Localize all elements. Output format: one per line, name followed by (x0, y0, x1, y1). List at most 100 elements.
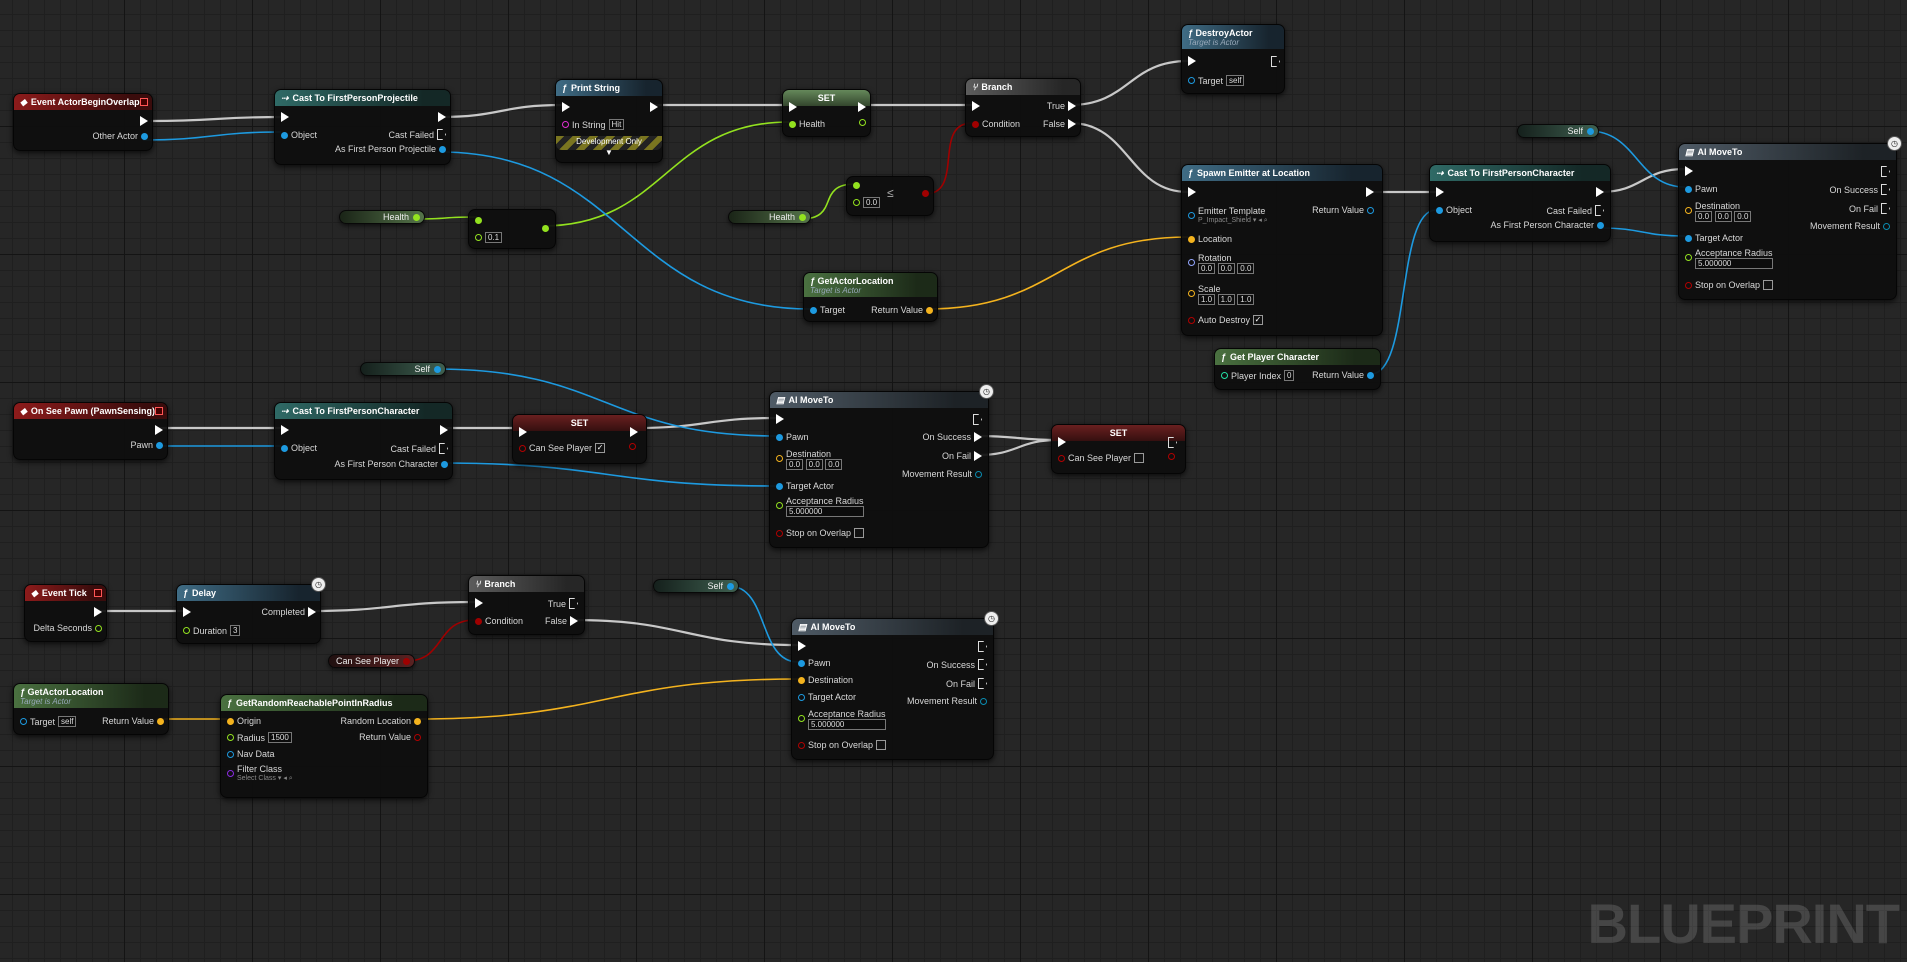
acceptance-radius-field[interactable]: 5.000000 (786, 506, 864, 517)
exec-in-pin[interactable] (972, 101, 980, 111)
exec-out-pin[interactable] (440, 425, 448, 435)
exec-out-pin[interactable] (155, 425, 163, 435)
destination-x-field[interactable]: 0.0 (1695, 211, 1713, 222)
health-out-pin[interactable] (859, 119, 866, 126)
cast-failed-pin[interactable] (437, 129, 446, 140)
acceptance-radius-field[interactable]: 5.000000 (1695, 258, 1773, 269)
cast-failed-pin[interactable] (1595, 205, 1604, 216)
stop-on-overlap-checkbox[interactable] (1763, 280, 1774, 290)
condition-pin[interactable] (475, 617, 482, 625)
exec-in-pin[interactable] (183, 607, 191, 617)
duration-field[interactable]: 3 (230, 625, 241, 636)
can-see-player-out-pin[interactable] (1168, 453, 1175, 460)
cast-failed-pin[interactable] (439, 443, 448, 454)
return-value-pin[interactable] (157, 717, 164, 725)
exec-out-pin[interactable] (1168, 437, 1177, 448)
can-see-player-variable-getter[interactable]: Can See Player (328, 654, 415, 668)
exec-in-pin[interactable] (798, 641, 806, 651)
cast-to-first-person-character-node[interactable]: ⇢Cast To FirstPersonCharacter Object Cas… (274, 402, 453, 480)
health-variable-getter[interactable]: Health (339, 210, 425, 224)
health-out-pin[interactable] (799, 213, 806, 221)
ai-move-to-node[interactable]: ▤AI MoveTo ◷ Pawn On Success Destination… (791, 611, 999, 760)
player-index-pin[interactable] (1221, 372, 1228, 379)
exec-in-pin[interactable] (281, 112, 289, 122)
movement-result-pin[interactable] (975, 470, 982, 478)
ai-move-to-node[interactable]: ▤AI MoveTo ◷ Pawn On Success Destination… (769, 384, 994, 548)
on-see-pawn-event-node[interactable]: ◆On See Pawn (PawnSensing) Pawn (13, 402, 168, 460)
scale-y-field[interactable]: 1.0 (1217, 294, 1235, 305)
event-actor-begin-overlap-node[interactable]: ◆Event ActorBeginOverlap Other Actor (13, 93, 153, 151)
true-pin[interactable] (569, 598, 578, 609)
on-success-pin[interactable] (974, 432, 982, 442)
exec-in-pin[interactable] (562, 102, 570, 112)
self-reference-node[interactable]: Self (360, 362, 446, 376)
dropdown-arrow-icon[interactable]: ▾ ◂ ⌕ (1252, 217, 1268, 224)
exec-out-pin[interactable] (1596, 187, 1604, 197)
exec-in-pin[interactable] (1058, 437, 1066, 447)
target-pin[interactable] (810, 306, 817, 314)
random-location-pin[interactable] (414, 717, 421, 725)
destination-x-field[interactable]: 0.0 (786, 459, 804, 470)
on-fail-pin[interactable] (1881, 203, 1890, 214)
object-pin[interactable] (281, 131, 288, 139)
self-out-pin[interactable] (434, 365, 441, 373)
destination-z-field[interactable]: 0.0 (1734, 211, 1752, 222)
exec-wire[interactable] (1069, 59, 1189, 107)
movement-result-pin[interactable] (1883, 222, 1890, 230)
as-projectile-pin[interactable] (439, 145, 446, 153)
false-pin[interactable] (1068, 119, 1076, 129)
cast-to-first-person-character-node[interactable]: ⇢Cast To FirstPersonCharacter Object Cas… (1429, 164, 1611, 242)
target-field[interactable]: self (58, 716, 77, 727)
exec-wire[interactable] (1599, 167, 1686, 194)
can-see-player-checkbox[interactable]: ✓ (595, 443, 606, 453)
delta-seconds-pin[interactable] (95, 624, 102, 632)
destination-pin[interactable] (1685, 207, 1692, 214)
on-success-pin[interactable] (978, 659, 987, 670)
other-actor-pin[interactable] (141, 132, 148, 140)
exec-out-pin[interactable] (973, 414, 982, 425)
destination-pin[interactable] (798, 676, 805, 684)
exec-wire[interactable] (977, 438, 1059, 457)
acceptance-radius-pin[interactable] (798, 715, 805, 722)
completed-pin[interactable] (308, 607, 316, 617)
object-wire[interactable] (439, 462, 777, 487)
auto-destroy-checkbox[interactable]: ✓ (1253, 315, 1264, 325)
radius-field[interactable]: 1500 (268, 732, 292, 743)
self-out-pin[interactable] (1587, 127, 1594, 135)
filter-class-select[interactable]: Select Class (237, 775, 276, 782)
filter-class-pin[interactable] (227, 770, 234, 777)
radius-pin[interactable] (227, 734, 234, 741)
vector-wire[interactable] (926, 236, 1189, 310)
exec-wire[interactable] (635, 416, 777, 430)
health-variable-getter[interactable]: Health (728, 210, 811, 224)
target-actor-pin[interactable] (776, 482, 783, 490)
object-wire[interactable] (142, 131, 282, 141)
self-out-pin[interactable] (727, 582, 734, 590)
can-see-player-pin[interactable] (1058, 454, 1065, 462)
can-see-player-out-pin[interactable] (403, 657, 410, 665)
exec-wire[interactable] (150, 115, 282, 123)
exec-wire[interactable] (977, 434, 1059, 442)
exec-in-pin[interactable] (776, 414, 784, 424)
pawn-pin[interactable] (776, 433, 783, 441)
exec-out-pin[interactable] (858, 102, 866, 112)
return-value-pin[interactable] (926, 306, 933, 314)
destination-y-field[interactable]: 0.0 (805, 459, 823, 470)
exec-in-pin[interactable] (281, 425, 289, 435)
b-pin[interactable] (475, 234, 482, 241)
stop-on-overlap-checkbox[interactable] (854, 528, 865, 538)
pawn-pin[interactable] (1685, 185, 1692, 193)
return-value-pin[interactable] (1367, 371, 1374, 379)
bool-wire[interactable] (405, 619, 476, 662)
target-pin[interactable] (1188, 77, 1195, 84)
as-character-pin[interactable] (441, 460, 448, 468)
exec-in-pin[interactable] (1188, 56, 1196, 66)
player-index-field[interactable]: 0 (1284, 370, 1295, 381)
acceptance-radius-pin[interactable] (1685, 254, 1692, 261)
b-pin[interactable] (853, 199, 860, 206)
can-see-player-pin[interactable] (519, 444, 526, 452)
destination-pin[interactable] (776, 455, 783, 462)
